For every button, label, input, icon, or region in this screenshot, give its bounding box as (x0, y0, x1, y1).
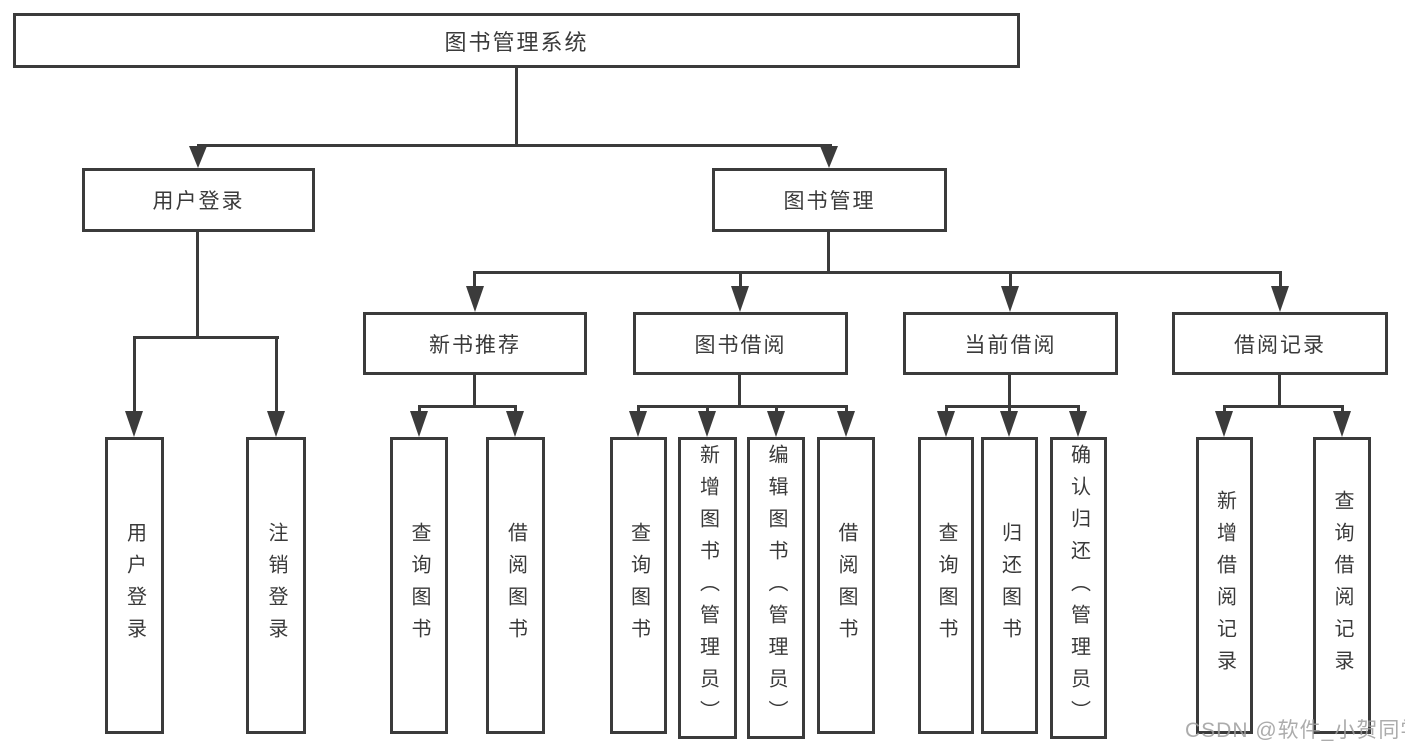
leaf-nbr-borrow-books: 借阅图书 (486, 437, 545, 734)
leaf-bb-edit-books-admin: 编辑图书（管理员） (747, 437, 805, 739)
node-label: 图书管理系统 (444, 29, 589, 55)
leaf-nbr-query-books: 查询图书 (390, 437, 448, 734)
node-label: 新书推荐 (429, 333, 521, 357)
connector-drop-nbr-borrow (514, 405, 517, 413)
leaf-label: 查询图书 (627, 521, 650, 650)
connector-root-stem (515, 68, 518, 146)
connector-drop-new-book (473, 271, 476, 288)
arrow-to-br-query (1333, 411, 1351, 437)
leaf-bb-add-books-admin: 新增图书（管理员） (678, 437, 737, 739)
arrow-to-book-management (820, 146, 838, 168)
node-user-login: 用户登录 (82, 168, 315, 232)
leaf-label: 新增借阅记录 (1213, 489, 1236, 682)
node-book-management: 图书管理 (712, 168, 947, 232)
leaf-bb-borrow-books: 借阅图书 (817, 437, 875, 734)
connector-drop-br-add (1223, 405, 1226, 413)
node-label: 图书管理 (783, 190, 876, 213)
node-current-borrow: 当前借阅 (903, 312, 1118, 375)
connector-drop-br-query (1341, 405, 1344, 413)
arrow-to-current-borrow (1001, 286, 1019, 312)
connector-book-mgmt-stem (827, 232, 830, 274)
connector-nbr-stem (473, 375, 476, 408)
leaf-label: 借阅图书 (504, 521, 527, 650)
leaf-logout: 注销登录 (246, 437, 306, 734)
leaf-user-login: 用户登录 (105, 437, 164, 734)
connector-cb-rail (945, 405, 1080, 408)
connector-drop-login (133, 336, 136, 412)
node-book-borrow: 图书借阅 (633, 312, 848, 375)
connector-drop-bb-add (706, 405, 709, 413)
connector-bb-rail (637, 405, 847, 408)
connector-drop-cb-confirm (1077, 405, 1080, 413)
leaf-label: 查询图书 (408, 521, 430, 650)
connector-user-login-rail (133, 336, 279, 339)
connector-drop-logout (275, 336, 278, 412)
node-label: 图书借阅 (694, 333, 787, 357)
node-label: 当前借阅 (964, 333, 1057, 357)
leaf-cb-return-books: 归还图书 (981, 437, 1038, 734)
connector-drop-bb-edit (775, 405, 778, 413)
arrow-to-cb-query (937, 411, 955, 437)
leaf-label: 用户登录 (123, 521, 146, 650)
node-label: 借阅记录 (1234, 333, 1326, 357)
leaf-label: 注销登录 (265, 521, 287, 650)
arrow-to-bb-query (629, 411, 647, 437)
connector-drop-bb-borrow (845, 405, 848, 413)
arrow-to-nbr-borrow (506, 411, 524, 437)
connector-br-stem (1278, 375, 1281, 408)
arrow-to-br-add (1215, 411, 1233, 437)
arrow-to-book-borrow (731, 286, 749, 312)
connector-drop-cb-return (1008, 405, 1011, 413)
connector-drop-bb-query (637, 405, 640, 413)
arrow-to-bb-add (698, 411, 716, 437)
arrow-to-cb-return (1000, 411, 1018, 437)
connector-cb-stem (1008, 375, 1011, 408)
connector-book-mgmt-rail (474, 271, 1281, 274)
leaf-label: 新增图书（管理员） (696, 444, 719, 732)
connector-nbr-rail (418, 405, 517, 408)
node-label: 用户登录 (152, 190, 245, 213)
arrow-to-bb-edit (767, 411, 785, 437)
arrow-to-borrow-record (1271, 286, 1289, 312)
leaf-br-add-record: 新增借阅记录 (1196, 437, 1253, 734)
arrow-to-logout-leaf (267, 411, 285, 437)
connector-root-rail (197, 144, 832, 147)
connector-user-login-stem (196, 232, 199, 339)
leaf-label: 查询借阅记录 (1331, 489, 1353, 682)
connector-drop-nbr-query (418, 405, 421, 413)
leaf-bb-query-books: 查询图书 (610, 437, 667, 734)
node-new-book-recommend: 新书推荐 (363, 312, 587, 375)
leaf-label: 借阅图书 (835, 521, 857, 650)
connector-br-rail (1223, 405, 1344, 408)
arrow-to-nbr-query (410, 411, 428, 437)
arrow-to-login-leaf (125, 411, 143, 437)
node-library-management-system: 图书管理系统 (13, 13, 1020, 68)
arrow-to-bb-borrow (837, 411, 855, 437)
connector-drop-cb-query (945, 405, 948, 413)
arrow-to-new-book-recommend (466, 286, 484, 312)
leaf-label: 编辑图书（管理员） (765, 444, 787, 732)
leaf-cb-query-books: 查询图书 (918, 437, 974, 734)
arrow-to-cb-confirm (1069, 411, 1087, 437)
csdn-watermark: CSDN @软件_小贺同学 (1185, 719, 1405, 742)
leaf-br-query-record: 查询借阅记录 (1313, 437, 1371, 734)
connector-drop-book-borrow (739, 271, 742, 288)
leaf-cb-confirm-return-admin: 确认归还（管理员） (1050, 437, 1107, 739)
leaf-label: 查询图书 (935, 521, 957, 650)
leaf-label: 确认归还（管理员） (1067, 444, 1090, 732)
connector-drop-borrow-record (1279, 271, 1282, 288)
leaf-label: 归还图书 (998, 521, 1021, 650)
connector-bb-stem (738, 375, 741, 408)
arrow-to-user-login (189, 146, 207, 168)
connector-drop-current-borrow (1009, 271, 1012, 288)
node-borrow-record: 借阅记录 (1172, 312, 1388, 375)
